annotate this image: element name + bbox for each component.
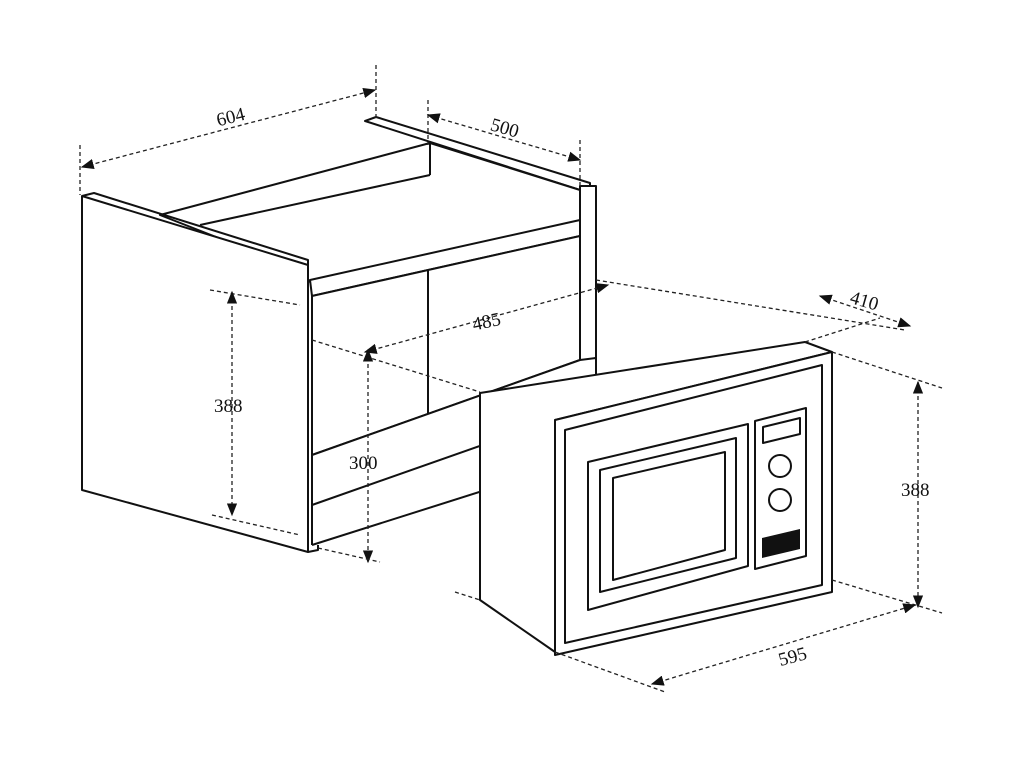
- microwave-window: [612, 451, 726, 581]
- knob-icon: [768, 454, 792, 478]
- cabinet-right-panel: [579, 185, 597, 363]
- microwave: [479, 341, 833, 656]
- dimension-label-microwave-height: 388: [901, 480, 930, 501]
- dimension-label-microwave-depth: 410: [848, 287, 881, 315]
- dimension-label-cabinet-height: 388: [214, 396, 243, 417]
- dimension-label-microwave-width: 595: [776, 643, 809, 671]
- dimension-label-cabinet-width: 604: [214, 104, 247, 131]
- display-icon: [762, 417, 801, 444]
- keypad-icon: [762, 529, 800, 558]
- dimension-label-cabinet-depth: 500: [488, 114, 521, 142]
- knob-icon: [768, 488, 792, 512]
- microwave-door-outer: [587, 423, 749, 611]
- microwave-door-inner: [599, 437, 737, 593]
- dimension-label-opening-height: 300: [349, 453, 378, 474]
- dimension-lines: [79, 65, 943, 693]
